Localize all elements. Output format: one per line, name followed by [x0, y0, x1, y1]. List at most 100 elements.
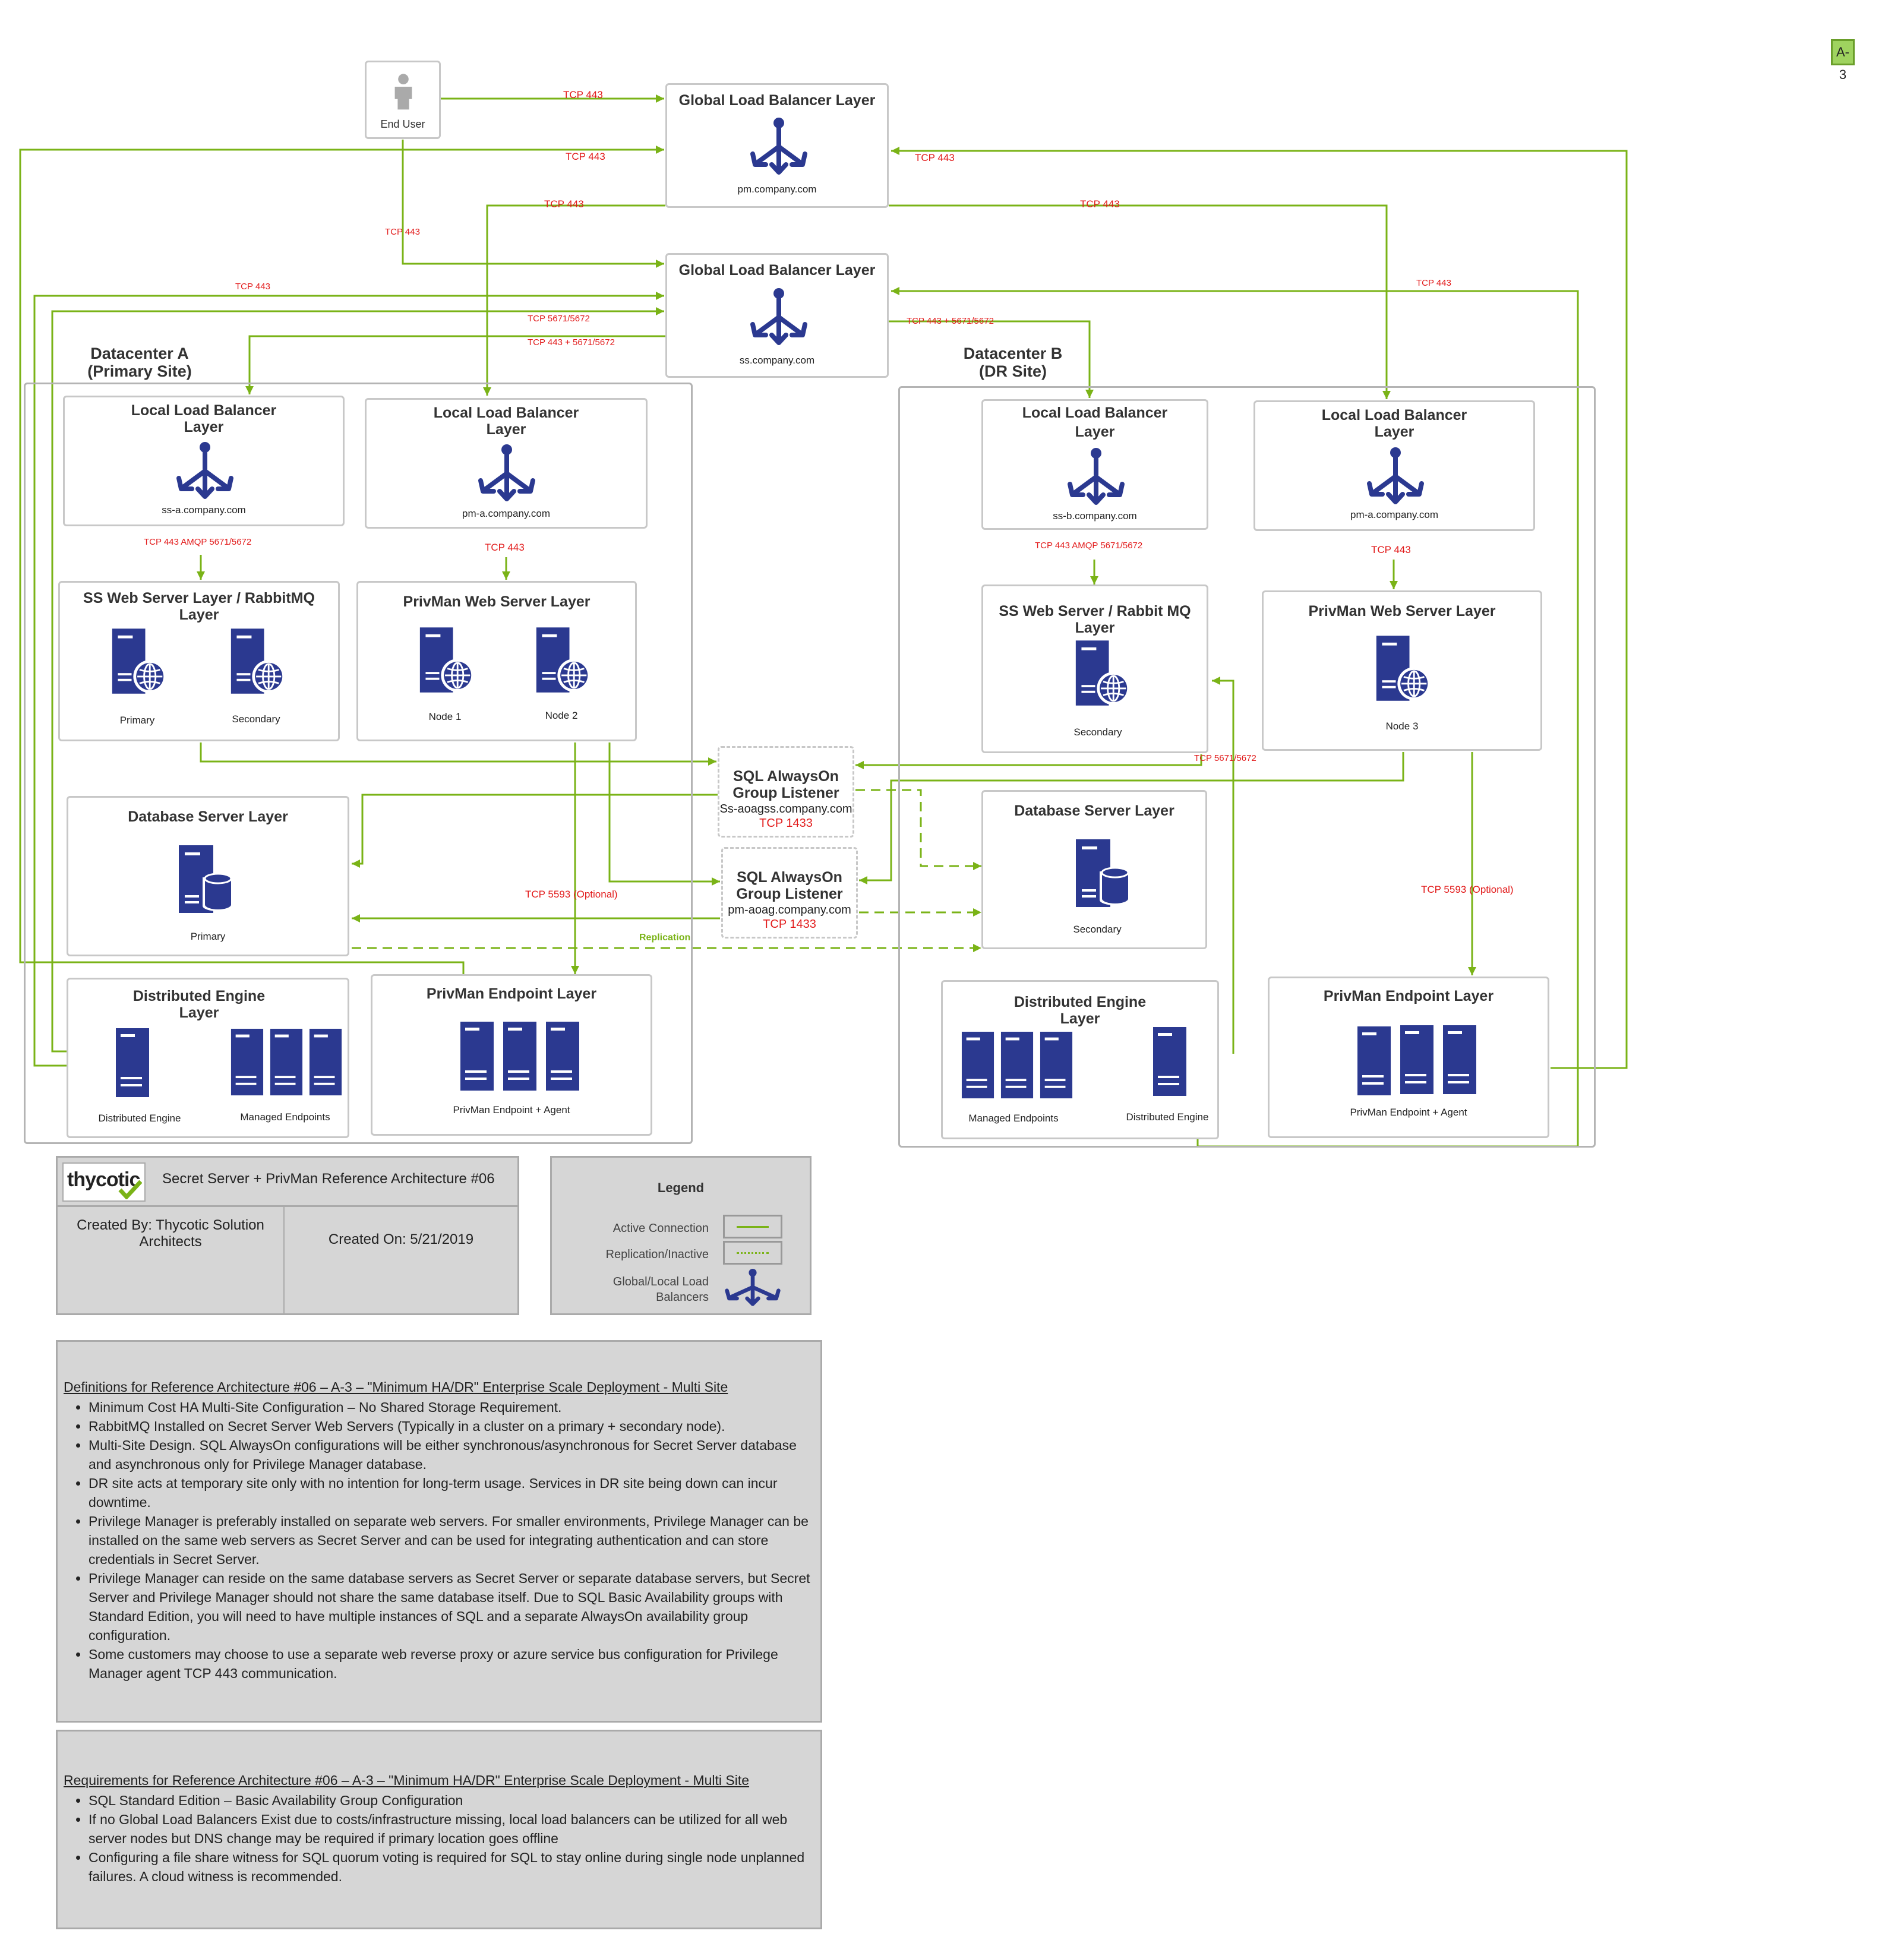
- db-layer-b-title: Database Server Layer: [1014, 802, 1174, 819]
- local-lb-pm-a-host: pm-a.company.com: [462, 508, 550, 519]
- conn-label: TCP 443: [1416, 278, 1451, 288]
- end-user-node[interactable]: End User: [365, 61, 441, 139]
- local-lb-pm-a[interactable]: Local Load Balancer Layer pm-a.company.c…: [365, 398, 648, 529]
- pm-web-a-node2-label: Node 2: [545, 710, 578, 721]
- local-lb-ss-b-host: ss-b.company.com: [1053, 510, 1137, 522]
- server-icon: [1000, 1029, 1034, 1101]
- global-lb-ss[interactable]: Global Load Balancer Layer ss.company.co…: [665, 253, 889, 378]
- server-icon: [545, 1020, 580, 1092]
- legend-replication-swatch: [723, 1241, 782, 1265]
- ss-web-layer-b[interactable]: SS Web Server / Rabbit MQ Layer Secondar…: [981, 584, 1208, 753]
- sql-listener-pm[interactable]: SQL AlwaysOn Group Listener pm-aoag.comp…: [721, 847, 858, 939]
- connector-pm-web-b-listener: [859, 752, 1404, 881]
- pm-endpoint-layer-a[interactable]: PrivMan Endpoint Layer PrivMan Endpoint …: [371, 974, 652, 1136]
- list-item: RabbitMQ Installed on Secret Server Web …: [89, 1417, 813, 1436]
- server-icon: [115, 1027, 150, 1098]
- list-item: DR site acts at temporary site only with…: [89, 1474, 813, 1512]
- definitions-list: Minimum Cost HA Multi-Site Configuration…: [64, 1398, 813, 1683]
- local-lb-ss-b[interactable]: Local Load Balancer Layer ss-b.company.c…: [981, 399, 1208, 530]
- list-item: Privilege Manager can reside on the same…: [89, 1569, 813, 1645]
- pm-endpoint-a-label: PrivMan Endpoint + Agent: [453, 1104, 570, 1116]
- sql-listener-ss[interactable]: SQL AlwaysOn Group Listener Ss-aoagss.co…: [718, 746, 854, 838]
- sql-listener-pm-title: SQL AlwaysOn Group Listener: [736, 869, 843, 902]
- pm-web-layer-a[interactable]: PrivMan Web Server Layer Node 1 Node 2: [356, 581, 637, 741]
- local-lb-pm-b-title: Local Load Balancer Layer: [1321, 407, 1467, 440]
- ss-web-layer-a[interactable]: SS Web Server Layer / RabbitMQ Layer Pri…: [58, 581, 340, 741]
- page-badge: A-3: [1831, 39, 1855, 82]
- de-b-engine-label: Distributed Engine: [1126, 1111, 1209, 1123]
- title-block-vdivider: [283, 1206, 285, 1313]
- check-icon: [118, 1180, 142, 1199]
- de-layer-a-title: Distributed Engine Layer: [132, 988, 266, 1021]
- conn-label: TCP 443: [566, 151, 605, 162]
- ss-web-layer-a-title: SS Web Server Layer / RabbitMQ Layer: [83, 590, 315, 623]
- sql-listener-ss-title: SQL AlwaysOn Group Listener: [732, 768, 839, 801]
- connector-glb-pm-lb-pm-a: [486, 204, 665, 396]
- datacenter-b-title: Datacenter B (DR Site): [963, 345, 1063, 380]
- created-by: Created By: Thycotic Solution Architects: [77, 1217, 264, 1250]
- pm-web-b-node3-label: Node 3: [1385, 721, 1419, 732]
- requirements-heading: Requirements for Reference Architecture …: [64, 1772, 750, 1788]
- conn-label: TCP 5671/5672: [1194, 753, 1256, 763]
- definitions-panel: Definitions for Reference Architecture #…: [56, 1340, 822, 1723]
- connector-pm-web-a-listener: [608, 742, 720, 883]
- global-lb-pm-title: Global Load Balancer Layer: [678, 92, 876, 109]
- server-icon: [269, 1027, 304, 1097]
- de-b-endpoints-label: Managed Endpoints: [968, 1113, 1059, 1124]
- de-layer-b[interactable]: Distributed Engine Layer Managed Endpoin…: [941, 980, 1219, 1139]
- db-layer-b[interactable]: Database Server Layer Secondary: [981, 790, 1207, 949]
- load-balancer-icon: [477, 440, 536, 507]
- web-server-icon: [1374, 634, 1431, 704]
- global-lb-pm[interactable]: Global Load Balancer Layer pm.company.co…: [665, 83, 889, 208]
- pm-web-layer-a-title: PrivMan Web Server Layer: [403, 593, 591, 610]
- server-icon: [1399, 1023, 1435, 1096]
- conn-label: TCP 443: [544, 198, 584, 210]
- database-server-icon: [1073, 838, 1133, 909]
- web-server-icon: [1073, 639, 1131, 709]
- de-a-engine-label: Distributed Engine: [98, 1113, 181, 1124]
- connector-glb-pm-lb-pm-b: [889, 204, 1388, 399]
- local-lb-ss-b-title: Local Load Balancer Layer: [1022, 405, 1168, 440]
- sql-listener-ss-port: TCP 1433: [759, 817, 813, 830]
- list-item: If no Global Load Balancers Exist due to…: [89, 1810, 813, 1848]
- conn-label: TCP 443: [915, 152, 955, 163]
- global-lb-ss-title: Global Load Balancer Layer: [678, 262, 876, 279]
- conn-label: TCP 5593 (Optional): [525, 889, 618, 900]
- local-lb-ss-a[interactable]: Local Load Balancer Layer ss-a.company.c…: [63, 396, 345, 526]
- legend-active-swatch: [723, 1215, 782, 1238]
- web-server-icon: [110, 627, 167, 697]
- conn-label: TCP 443: [385, 227, 420, 237]
- local-lb-pm-a-title: Local Load Balancer Layer: [433, 405, 579, 438]
- conn-label: TCP 443 + 5671/5672: [907, 316, 994, 326]
- load-balancer-icon: [725, 1268, 781, 1306]
- list-item: Multi-Site Design. SQL AlwaysOn configur…: [89, 1436, 813, 1474]
- legend-active-label: Active Connection: [612, 1222, 709, 1235]
- load-balancer-icon: [175, 438, 235, 504]
- conn-label: TCP 5593 (Optional): [1421, 884, 1514, 895]
- pm-endpoint-layer-a-title: PrivMan Endpoint Layer: [426, 985, 597, 1002]
- replication-label: Replication: [639, 933, 691, 943]
- pm-web-layer-b[interactable]: PrivMan Web Server Layer Node 3: [1262, 590, 1542, 751]
- conn-label: TCP 443 AMQP 5671/5672: [144, 537, 252, 547]
- pm-endpoint-layer-b[interactable]: PrivMan Endpoint Layer PrivMan Endpoint …: [1268, 977, 1549, 1138]
- pm-web-layer-b-title: PrivMan Web Server Layer: [1308, 603, 1496, 620]
- conn-label: TCP 443: [563, 89, 603, 100]
- load-balancer-icon: [749, 110, 809, 184]
- de-layer-a[interactable]: Distributed Engine Layer Distributed Eng…: [67, 978, 349, 1138]
- datacenter-a-title: Datacenter A (Primary Site): [87, 345, 192, 380]
- thycotic-logo: thycotic: [62, 1162, 146, 1202]
- conn-label: TCP 443: [485, 542, 525, 553]
- web-server-icon: [418, 625, 475, 696]
- requirements-list: SQL Standard Edition – Basic Availabilit…: [64, 1791, 813, 1886]
- title-block: thycotic Secret Server + PrivMan Referen…: [56, 1156, 519, 1315]
- load-balancer-icon: [1066, 444, 1126, 510]
- sql-listener-pm-port: TCP 1433: [763, 918, 816, 931]
- list-item: Minimum Cost HA Multi-Site Configuration…: [89, 1398, 813, 1417]
- local-lb-pm-b[interactable]: Local Load Balancer Layer pm-a.company.c…: [1253, 400, 1535, 531]
- global-lb-pm-host: pm.company.com: [737, 184, 817, 195]
- list-item: SQL Standard Edition – Basic Availabilit…: [89, 1791, 813, 1810]
- server-icon: [1442, 1023, 1477, 1096]
- ss-web-layer-b-title: SS Web Server / Rabbit MQ Layer: [999, 603, 1191, 636]
- datacenter-b: [898, 386, 1596, 1148]
- db-layer-a[interactable]: Database Server Layer Primary: [67, 796, 349, 956]
